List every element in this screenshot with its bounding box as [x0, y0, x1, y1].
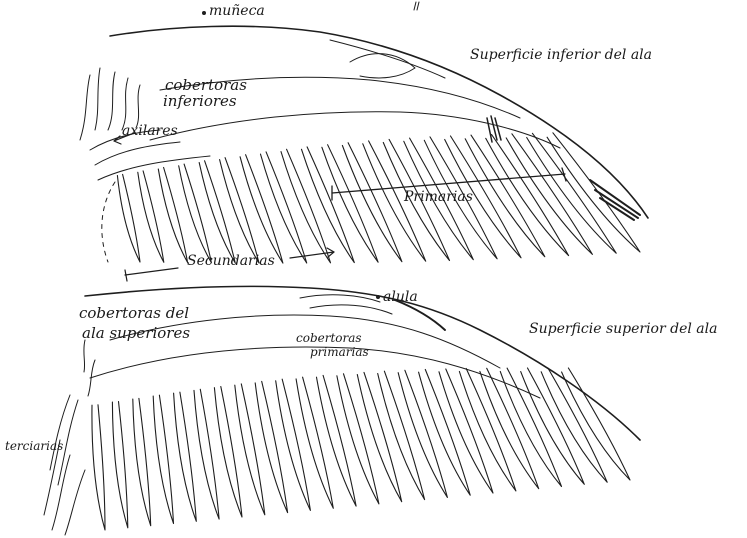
upper-feather — [337, 374, 379, 504]
lower-flight-feathers — [117, 133, 640, 263]
lower-feather — [117, 174, 140, 262]
lower-feather — [322, 145, 378, 263]
label-terciarias: terciarias — [5, 440, 63, 452]
upper-feather — [357, 372, 401, 501]
lower-feather — [527, 133, 617, 253]
primary-tip-shade — [590, 180, 640, 220]
lower-feather — [138, 171, 164, 262]
upper-feather — [276, 379, 311, 510]
label-cobertoras-primarias-2: primarias — [310, 346, 369, 358]
label-muneca: muñeca — [209, 4, 265, 18]
alula-dot — [376, 295, 380, 299]
secondaries-dashed-edge — [102, 182, 115, 262]
label-secundarias: Secundarias — [187, 254, 275, 268]
upper-flight-feathers — [92, 368, 630, 530]
upper-feather — [174, 392, 197, 521]
upper-feather — [92, 405, 105, 530]
label-cobertoras-primarias-1: cobertoras — [296, 332, 362, 344]
upper-feather — [194, 389, 219, 519]
label-cobertoras-superiores-2: ala superiores — [82, 326, 190, 341]
upper-feather — [255, 381, 287, 512]
muneca-dot — [202, 11, 206, 15]
secundarias-arrow-left — [125, 268, 178, 275]
lower-feather — [199, 161, 235, 263]
upper-feather — [153, 395, 173, 523]
upper-feather — [112, 402, 127, 528]
lower-feather — [240, 155, 283, 263]
lower-feather — [179, 164, 212, 263]
upper-feather — [439, 369, 493, 493]
label-primarias: Primarias — [404, 190, 473, 204]
label-axilares: axilares — [122, 124, 178, 138]
lower-feather — [158, 168, 187, 263]
lower-feather — [547, 133, 640, 252]
label-cobertoras-superiores-1: cobertoras del — [79, 306, 189, 321]
tertials — [44, 395, 85, 535]
label-alula: alula — [383, 290, 418, 304]
label-superficie-inferior: Superficie inferior del ala — [470, 48, 652, 62]
label-cobertoras-inferiores-2: inferiores — [163, 94, 237, 109]
top-scribble — [414, 2, 419, 10]
label-superficie-superior: Superficie superior del ala — [529, 322, 717, 336]
leading-edge-shade — [330, 40, 445, 78]
lower-feather — [261, 152, 307, 263]
upper-secondary-coverts — [84, 340, 95, 396]
label-cobertoras-inferiores-1: cobertoras — [165, 78, 247, 93]
lower-surface-wing — [80, 26, 648, 281]
upper-feather — [459, 369, 516, 491]
upper-feather — [133, 398, 151, 525]
lower-feather — [342, 143, 402, 262]
covert-bump — [350, 54, 415, 78]
